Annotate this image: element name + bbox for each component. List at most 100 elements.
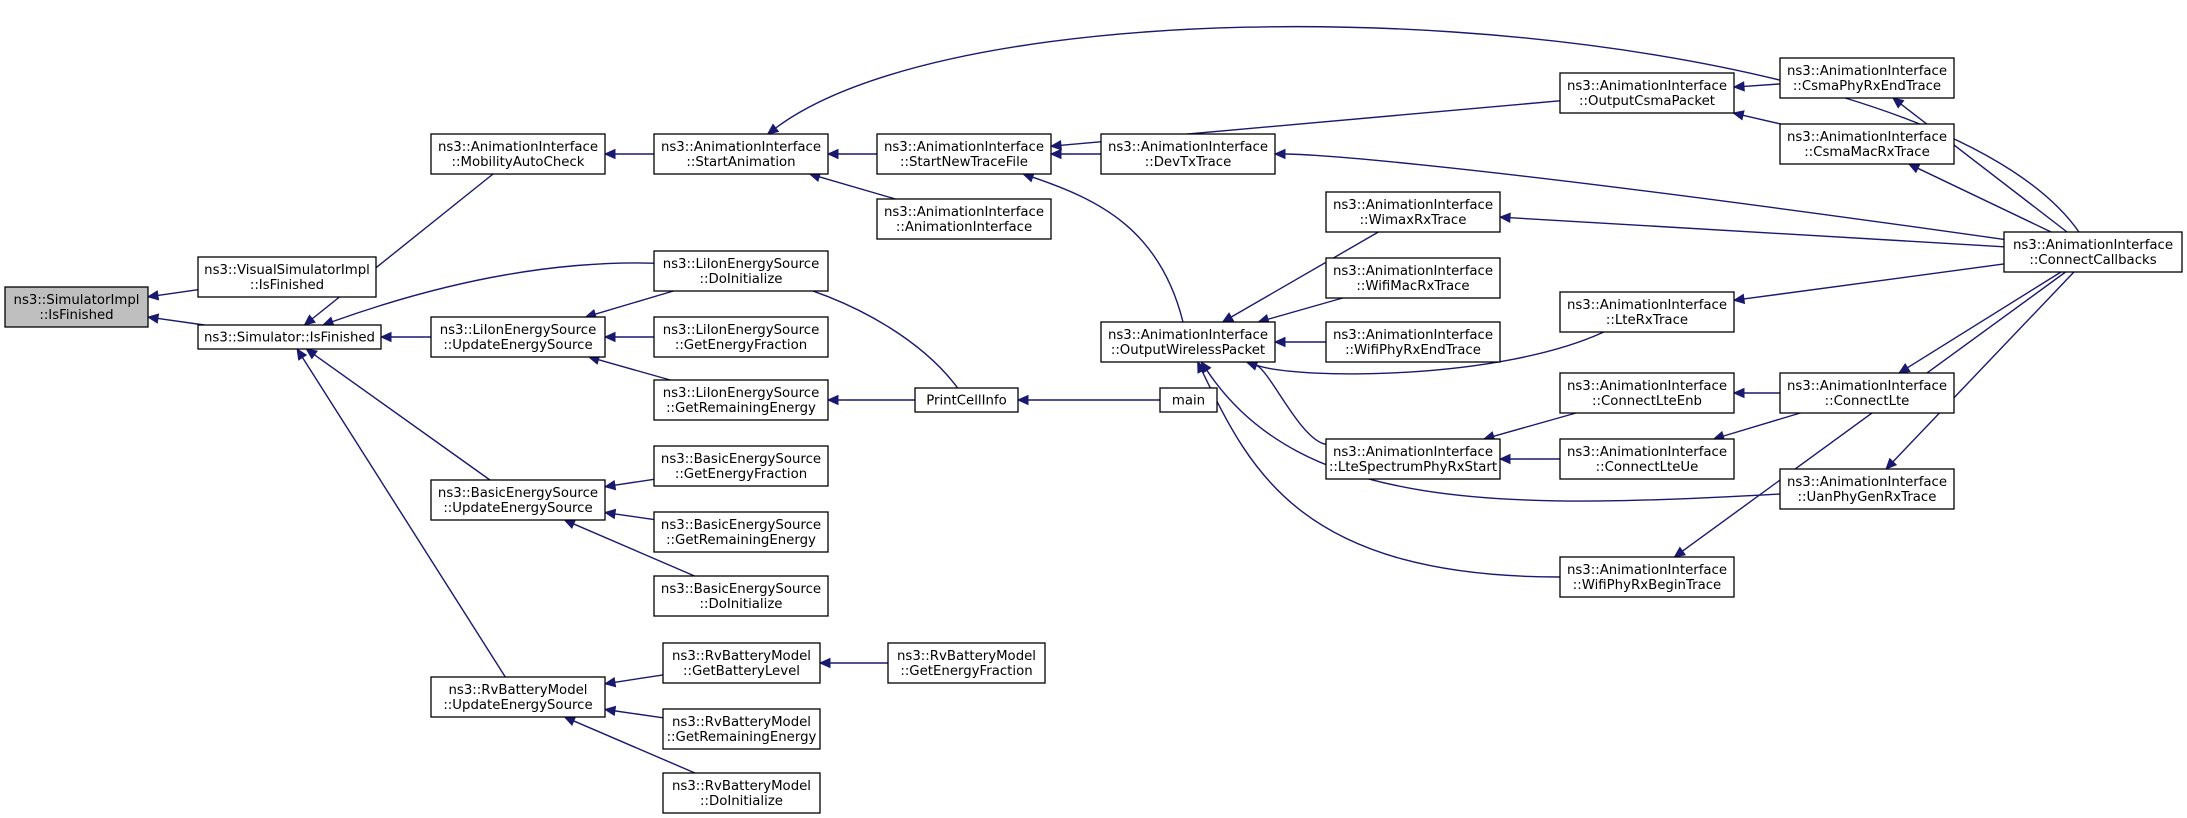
- node-box: [1325, 257, 1501, 299]
- call-edge: [1743, 83, 1781, 88]
- arrowhead: [603, 676, 617, 688]
- function-node[interactable]: ns3::Simulator::IsFinished: [197, 324, 382, 350]
- function-node[interactable]: ns3::AnimationInterface::WifiPhyRxEndTra…: [1325, 321, 1501, 363]
- call-edge: [1742, 114, 1781, 125]
- function-node[interactable]: ns3::RvBatteryModel::GetEnergyFraction: [887, 642, 1046, 684]
- node-label: ns3::AnimationInterface: [2013, 238, 2173, 253]
- node-label: main: [1172, 394, 1205, 409]
- function-node[interactable]: ns3::LiIonEnergySource::GetEnergyFractio…: [653, 316, 829, 358]
- function-node[interactable]: ns3::AnimationInterface::StartNewTraceFi…: [876, 133, 1052, 175]
- call-edge: [1723, 412, 1801, 437]
- node-box: [197, 324, 382, 350]
- function-node[interactable]: ns3::AnimationInterface::LteRxTrace: [1559, 291, 1735, 333]
- function-node[interactable]: ns3::AnimationInterface::CsmaPhyRxEndTra…: [1779, 57, 1955, 99]
- node-label: ns3::AnimationInterface: [1567, 563, 1727, 578]
- arrowhead: [379, 331, 392, 343]
- call-edge: [301, 357, 506, 678]
- function-node[interactable]: ns3::BasicEnergySource::GetEnergyFractio…: [653, 445, 829, 487]
- node-box: [1779, 57, 1955, 99]
- function-node[interactable]: ns3::AnimationInterface::AnimationInterf…: [876, 198, 1052, 240]
- arrowhead: [603, 479, 617, 491]
- node-label: ::OutputCsmaPacket: [1579, 94, 1715, 109]
- function-node[interactable]: ns3::AnimationInterface::WifiMacRxTrace: [1325, 257, 1501, 299]
- arrowhead: [1016, 394, 1029, 406]
- function-node[interactable]: ns3::AnimationInterface::UanPhyGenRxTrac…: [1779, 468, 1955, 510]
- node-label: ns3::SimulatorImpl: [14, 293, 140, 308]
- arrowhead: [1732, 293, 1746, 305]
- node-box: [430, 479, 606, 521]
- node-label: ::WifiPhyRxEndTrace: [1345, 343, 1481, 358]
- function-node[interactable]: PrintCellInfo: [914, 387, 1019, 413]
- call-edge: [1255, 364, 1327, 446]
- node-label: ns3::LiIonEnergySource: [663, 323, 820, 338]
- call-edge: [1284, 153, 2005, 241]
- node-label: ::GetEnergyFraction: [900, 664, 1032, 679]
- node-box: [653, 316, 829, 358]
- node-label: ::DoInitialize: [700, 597, 783, 612]
- function-node[interactable]: ns3::RvBatteryModel::UpdateEnergySource: [430, 676, 606, 718]
- function-node[interactable]: ns3::LiIonEnergySource::DoInitialize: [653, 250, 829, 292]
- node-box: [1559, 291, 1735, 333]
- arrowhead: [1732, 110, 1745, 121]
- function-node[interactable]: ns3::AnimationInterface::WimaxRxTrace: [1325, 191, 1501, 233]
- node-label: ::IsFinished: [250, 278, 324, 293]
- function-node[interactable]: ns3::AnimationInterface::ConnectLteUe: [1559, 438, 1735, 480]
- call-edge: [819, 176, 896, 200]
- arrowhead: [303, 314, 316, 326]
- arrowhead: [1892, 97, 1905, 109]
- function-node[interactable]: ns3::BasicEnergySource::UpdateEnergySour…: [430, 479, 606, 521]
- root-function-node[interactable]: ns3::SimulatorImpl::IsFinished: [4, 286, 149, 328]
- call-edge: [157, 317, 205, 326]
- function-node[interactable]: ns3::LiIonEnergySource::GetRemainingEner…: [653, 379, 829, 421]
- arrowhead: [1907, 163, 1921, 174]
- function-node[interactable]: ns3::RvBatteryModel::DoInitialize: [662, 772, 821, 814]
- function-node[interactable]: ns3::AnimationInterface::OutputCsmaPacke…: [1559, 72, 1735, 114]
- function-node[interactable]: ns3::VisualSimulatorImpl::IsFinished: [197, 256, 377, 298]
- call-edge: [1917, 167, 2052, 233]
- arrowhead: [1885, 457, 1898, 470]
- node-label: ns3::AnimationInterface: [1567, 298, 1727, 313]
- arrowhead: [603, 508, 617, 520]
- arrowhead: [146, 313, 160, 324]
- function-node[interactable]: ns3::BasicEnergySource::DoInitialize: [653, 575, 829, 617]
- node-label: ::WifiPhyRxBeginTrace: [1573, 578, 1721, 593]
- function-node[interactable]: ns3::AnimationInterface::CsmaMacRxTrace: [1779, 123, 1955, 165]
- node-label: ns3::Simulator::IsFinished: [204, 331, 375, 346]
- function-node[interactable]: ns3::AnimationInterface::DevTxTrace: [1100, 133, 1276, 175]
- node-box: [653, 250, 829, 292]
- arrowhead: [1498, 212, 1511, 223]
- function-node[interactable]: main: [1159, 387, 1218, 413]
- function-node[interactable]: ns3::BasicEnergySource::GetRemainingEner…: [653, 511, 829, 553]
- function-node[interactable]: ns3::AnimationInterface::ConnectLteEnb: [1559, 372, 1735, 414]
- node-label: ns3::LiIonEnergySource: [663, 257, 820, 272]
- function-node[interactable]: ns3::RvBatteryModel::GetBatteryLevel: [662, 642, 821, 684]
- node-box: [662, 708, 821, 750]
- node-label: ::LteRxTrace: [1606, 313, 1688, 328]
- node-label: ::CsmaMacRxTrace: [1804, 145, 1930, 160]
- function-node[interactable]: ns3::LiIonEnergySource::UpdateEnergySour…: [430, 316, 606, 358]
- function-node[interactable]: ns3::AnimationInterface::MobilityAutoChe…: [430, 133, 606, 175]
- node-label: ::MobilityAutoCheck: [452, 155, 585, 170]
- function-node[interactable]: ns3::AnimationInterface::LteSpectrumPhyR…: [1325, 438, 1501, 480]
- call-edge: [1256, 331, 1605, 375]
- node-label: ::WimaxRxTrace: [1360, 213, 1467, 228]
- function-node[interactable]: ns3::AnimationInterface::WifiPhyRxBeginT…: [1559, 556, 1735, 598]
- node-label: ns3::AnimationInterface: [1108, 328, 1268, 343]
- function-node[interactable]: ns3::RvBatteryModel::GetRemainingEnergy: [662, 708, 821, 750]
- arrowhead: [1898, 362, 1911, 374]
- function-node[interactable]: ns3::AnimationInterface::StartAnimation: [653, 133, 829, 175]
- function-node[interactable]: ns3::AnimationInterface::ConnectLte: [1779, 372, 1955, 414]
- node-label: ::GetRemainingEnergy: [666, 533, 816, 548]
- function-node[interactable]: ns3::AnimationInterface::OutputWirelessP…: [1100, 321, 1276, 363]
- arrowhead: [603, 705, 617, 717]
- node-label: ::CsmaPhyRxEndTrace: [1793, 79, 1941, 94]
- arrowhead: [826, 148, 839, 160]
- function-node[interactable]: ns3::AnimationInterface::ConnectCallback…: [2003, 231, 2183, 273]
- node-label: ns3::RvBatteryModel: [897, 649, 1036, 664]
- node-label: ::StartNewTraceFile: [900, 155, 1028, 170]
- node-box: [653, 379, 829, 421]
- node-label: ::AnimationInterface: [896, 220, 1032, 235]
- node-box: [197, 256, 377, 298]
- node-box: [2003, 231, 2183, 273]
